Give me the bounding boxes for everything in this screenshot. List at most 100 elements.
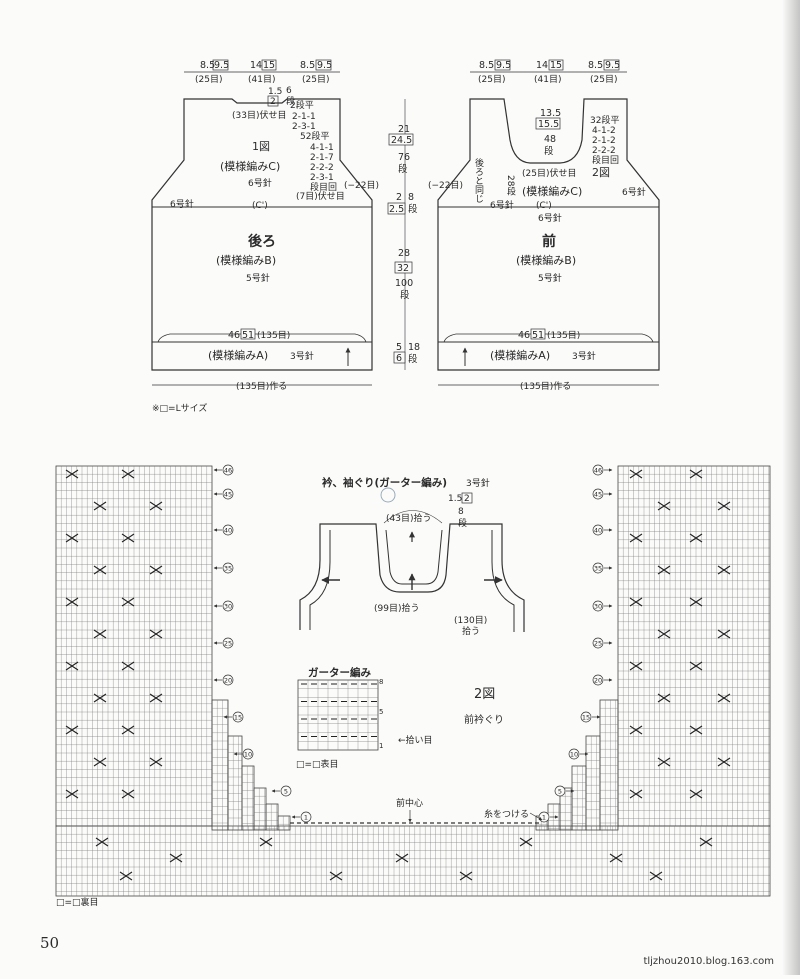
cable-cross-mark [121, 597, 135, 607]
cable-cross-mark [717, 501, 731, 511]
dim-body-cm-l: 32 [397, 263, 409, 274]
row-marker-label-right: 15 [582, 714, 590, 722]
cable-cross-mark [149, 501, 163, 511]
chart-label: 前衿ぐり [464, 713, 504, 726]
neck-step-right-frame [599, 699, 619, 831]
cable-cross-mark [689, 533, 703, 543]
row-marker-label-left: 35 [224, 565, 232, 573]
pickup-130: (130目) [454, 615, 487, 626]
row-marker-circle-left [222, 464, 234, 476]
bottom-band-frame [55, 825, 771, 897]
right-panel-frame [617, 465, 771, 827]
back-needle-5: 5号針 [246, 272, 270, 284]
band-width-l: 2 [464, 494, 470, 504]
back-needle-3: 3号針 [290, 350, 314, 362]
cable-cross-mark [149, 629, 163, 639]
row-marker-label-left: 40 [224, 527, 232, 535]
cable-cross-mark [95, 837, 109, 847]
front-side-note: 後ろと同じ [473, 157, 484, 203]
back-count-left: (25目) [195, 74, 222, 85]
finishing-needle: 3号針 [466, 477, 490, 489]
back-hem-width: 46 [228, 330, 240, 341]
row-marker-circle-left [222, 524, 234, 536]
row-marker-circle-right [592, 488, 604, 500]
back-arm-dec-0: 52段平 [300, 130, 329, 142]
row-marker-circle-left [300, 811, 312, 823]
cable-cross-mark [649, 871, 663, 881]
row-marker-label-right: 10 [570, 751, 578, 759]
front-gauge-curve [443, 333, 654, 343]
cable-cross-mark [149, 757, 163, 767]
cable-crossings [65, 469, 731, 881]
front-neck-dec-1: 4-1-2 [592, 126, 616, 136]
back-cast-on: (135目)作る [236, 380, 287, 392]
front-count-right: (25目) [590, 74, 617, 85]
row-marker-label-right: 40 [594, 527, 602, 535]
front-count-center: (41目) [534, 74, 561, 85]
front-hem-count: (135目) [547, 330, 580, 341]
cable-cross-mark [519, 837, 533, 847]
front-neck-depth-l: 15.5 [538, 119, 559, 130]
row-marker-circle-left [242, 748, 254, 760]
front-width-right: 8.5 [588, 60, 603, 71]
row-marker-label-right: 1 [542, 814, 546, 822]
chart-grid-right [617, 465, 771, 827]
front-rows-28: 28段 [505, 175, 516, 196]
back-neck-dec-2: 2-3-1 [292, 122, 316, 132]
dim-yoke-rows: 76 [398, 152, 410, 163]
cable-cross-mark [329, 871, 343, 881]
back-width-left: 8.5 [200, 60, 215, 71]
dim-band-cm: 2 [396, 192, 402, 203]
row-marker-circle-right [592, 562, 604, 574]
row-marker-label-right: 45 [594, 491, 602, 499]
back-hem-width-l: 51 [242, 330, 254, 341]
pickup-130-unit: 拾う [462, 625, 480, 637]
back-gauge-curve [157, 333, 367, 343]
front-needle-3: 3号針 [572, 350, 596, 362]
garter-grid [297, 679, 379, 751]
row-marker-label-left: 5 [284, 788, 288, 796]
row-marker-circle-right [580, 711, 592, 723]
back-width-center: 14 [250, 60, 262, 71]
back-width-center-l: 15 [263, 60, 275, 71]
row-marker-circle-right [568, 748, 580, 760]
chart-attach-label: 糸をつける [484, 808, 529, 820]
back-arm-dec-4: 2-3-1 [310, 173, 334, 183]
back-neck-depth: 1.5 [268, 87, 282, 97]
cable-cross-mark [121, 469, 135, 479]
back-arm-dec-2: 2-1-7 [310, 153, 334, 163]
band-rows: 8 [458, 507, 464, 517]
front-bindoff-25: (25目)伏せ目 [522, 167, 576, 179]
garter-row-5: 5 [379, 708, 383, 716]
cable-cross-mark [93, 501, 107, 511]
dim-yoke-cm: 21 [398, 124, 410, 135]
band-width: 1.5 [448, 494, 462, 504]
row-marker-circle-left [222, 488, 234, 500]
source-credit: tljzhou2010.blog.163.com [643, 956, 774, 967]
row-marker-circle-left [232, 711, 244, 723]
cable-cross-mark [629, 533, 643, 543]
back-width-right-l: 9.5 [317, 60, 332, 71]
cable-cross-mark [65, 597, 79, 607]
back-figure-ref: 1図 [252, 140, 270, 153]
back-side-dec: (−22目) [344, 180, 379, 191]
cable-cross-mark [121, 789, 135, 799]
row-marker-circle-left [280, 785, 292, 797]
cable-cross-mark [629, 725, 643, 735]
row-marker-label-left: 45 [224, 491, 232, 499]
dim-hem-unit: 段 [408, 353, 418, 365]
cable-cross-mark [657, 693, 671, 703]
row-marker-circle-right [592, 674, 604, 686]
row-marker-circle-right [592, 464, 604, 476]
cable-cross-mark [657, 501, 671, 511]
cable-cross-mark [121, 533, 135, 543]
row-marker-circle-left [222, 637, 234, 649]
row-marker-label-left: 46 [224, 467, 232, 475]
cable-cross-mark [121, 725, 135, 735]
row-marker-label-right: 46 [594, 467, 602, 475]
dim-band-cm-l: 2.5 [389, 204, 404, 215]
back-pattern-c: (模様編みC) [220, 159, 280, 173]
